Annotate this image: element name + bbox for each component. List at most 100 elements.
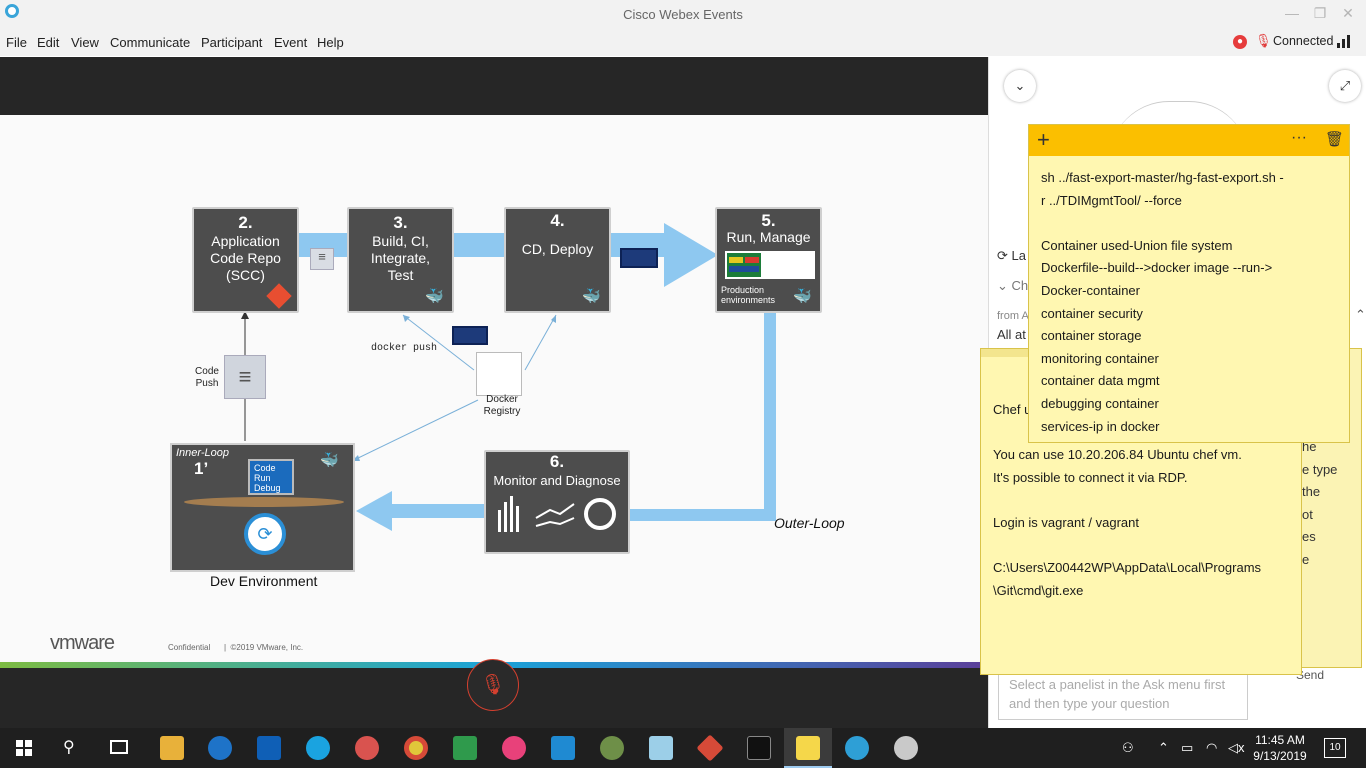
hidden-chat-text: he e type the ot es e (1302, 436, 1337, 572)
title-bar: Cisco Webex Events — ❐ ✕ (0, 0, 1366, 30)
chevron-up-icon[interactable]: ⌃ (1158, 740, 1169, 755)
stage-app-code-repo: 2. Application Code Repo (SCC) (192, 207, 299, 313)
vscode-icon[interactable] (551, 736, 575, 760)
webex-taskbar-icon[interactable] (845, 736, 869, 760)
peek-line: e (1302, 551, 1310, 567)
note-line: container data mgmt (1041, 373, 1160, 389)
stage-number: 2. (238, 213, 253, 232)
maximize-button[interactable]: ❐ (1313, 5, 1327, 21)
panel-label-a[interactable]: ⟳ La (997, 248, 1026, 264)
menu-event[interactable]: Event (274, 35, 308, 50)
sticky-note-docker[interactable]: + ··· 🗑 sh ../fast-export-master/hg-fast… (1028, 124, 1350, 443)
panel-from-text: from A (997, 310, 1029, 322)
peek-line: ot (1302, 506, 1313, 522)
confidential-label: Confidential (168, 643, 211, 652)
question-input[interactable]: Select a panelist in the Ask menu first … (998, 670, 1248, 720)
docker-whale-icon: 🐳 (425, 288, 444, 305)
mic-off-icon[interactable]: 🎙 (1255, 33, 1272, 48)
menu-view[interactable]: View (71, 35, 99, 50)
add-note-icon[interactable]: + (1037, 127, 1050, 152)
container-icon (452, 326, 488, 345)
sticky-note-body[interactable]: sh ../fast-export-master/hg-fast-export.… (1041, 167, 1341, 438)
stage-label: Build, CI, Integrate, Test (370, 233, 431, 283)
docker-whale-icon: 🐳 (793, 288, 812, 305)
note-line: container storage (1041, 328, 1142, 344)
stage-label: Run, Manage (726, 229, 811, 245)
delete-note-icon[interactable]: 🗑 (1325, 131, 1345, 148)
collapse-button[interactable]: ⌄ (1004, 70, 1036, 102)
outer-loop-label: Outer-Loop (774, 515, 845, 531)
minimize-button[interactable]: — (1285, 5, 1299, 21)
note-line: Login is vagrant / vagrant (993, 514, 1139, 530)
docker-registry-label: Docker Registry (483, 394, 521, 417)
internet-explorer-icon[interactable] (208, 736, 232, 760)
copyright-text: ©2019 VMware, Inc. (230, 643, 304, 652)
stage-number: 6. (549, 452, 565, 471)
mic-off-icon: 🎙 (480, 674, 506, 696)
docker-push-label: docker push (371, 343, 438, 354)
stage-label: Monitor and Diagnose (493, 473, 621, 488)
panel-label-b[interactable]: ⌄ Ch (997, 278, 1028, 294)
connection-status: Connected (1273, 34, 1334, 48)
menu-bar: File Edit View Communicate Participant E… (0, 30, 1366, 56)
stage-label: Application Code Repo (SCC) (210, 233, 281, 283)
menu-help[interactable]: Help (317, 35, 344, 50)
webex-logo-icon (5, 4, 19, 18)
laptop-line-debug: Debug (254, 483, 281, 493)
tortoise-icon[interactable] (600, 736, 624, 760)
more-options-icon[interactable]: ··· (1291, 129, 1307, 146)
menu-communicate[interactable]: Communicate (110, 35, 191, 50)
file-explorer-icon[interactable] (160, 736, 184, 760)
sticky-note-header[interactable]: + ··· 🗑 (1029, 125, 1349, 156)
stage-number: 4. (550, 211, 565, 230)
people-icon[interactable]: ⚇ (1122, 740, 1134, 755)
panel-all-text: All at (997, 327, 1026, 342)
command-prompt-icon[interactable] (747, 736, 771, 760)
slack-icon[interactable] (502, 736, 526, 760)
note-line: debugging container (1041, 395, 1159, 411)
battery-icon[interactable]: ▭ (1181, 740, 1194, 755)
expand-button[interactable]: ⤢ (1329, 70, 1361, 102)
send-button[interactable]: Send (1295, 668, 1325, 682)
production-diagram-icon (725, 251, 815, 279)
search-icon[interactable]: ⚲ (63, 739, 75, 756)
scroll-up-icon[interactable]: ⌃ (1355, 307, 1366, 322)
note-line: Chef u (993, 402, 1032, 417)
signal-icon (1337, 35, 1350, 48)
video-thumbnail (1109, 101, 1249, 161)
note-line: monitoring container (1041, 350, 1159, 366)
project-icon[interactable] (453, 736, 477, 760)
windows-start-icon[interactable] (16, 740, 32, 756)
notification-center-icon[interactable]: 10 (1324, 738, 1346, 758)
code-file-icon: ≡ (224, 355, 266, 399)
record-icon[interactable]: ● (1233, 35, 1247, 49)
task-view-icon[interactable] (110, 740, 128, 754)
note-line (1041, 212, 1341, 235)
sticky-notes-taskbar-button[interactable] (784, 728, 832, 768)
git-extensions-icon[interactable] (696, 734, 724, 762)
stage-top-bar (0, 57, 988, 115)
wifi-icon[interactable]: ◠ (1206, 740, 1218, 755)
menu-file[interactable]: File (6, 35, 27, 50)
outlook-icon[interactable] (257, 736, 281, 760)
sticky-note-body[interactable]: Chef u You can use 10.20.206.84 Ubuntu c… (993, 399, 1293, 602)
docker-registry-icon (476, 352, 522, 396)
document-icon: ≡ (310, 248, 334, 270)
paint-icon[interactable] (894, 736, 918, 760)
chrome-icon[interactable] (404, 736, 428, 760)
stage-number: 3. (393, 213, 408, 232)
volume-muted-icon[interactable]: ◁x (1228, 740, 1245, 755)
close-button[interactable]: ✕ (1342, 5, 1354, 21)
stage-label: CD, Deploy (521, 241, 594, 257)
qa-icon: ⟳ (997, 248, 1008, 263)
taskbar-clock[interactable]: 11:45 AM 9/13/2019 (1250, 732, 1310, 764)
note-line: It's possible to connect it via RDP. (993, 469, 1188, 485)
menu-participant[interactable]: Participant (201, 35, 263, 50)
sync-icon: ⟳ (244, 513, 286, 555)
menu-edit[interactable]: Edit (37, 35, 60, 50)
notepad-icon[interactable] (649, 736, 673, 760)
snipping-tool-icon[interactable] (355, 736, 379, 760)
skype-icon[interactable] (306, 736, 330, 760)
desk-icon (184, 497, 344, 507)
mute-button[interactable]: 🎙 (467, 659, 519, 711)
